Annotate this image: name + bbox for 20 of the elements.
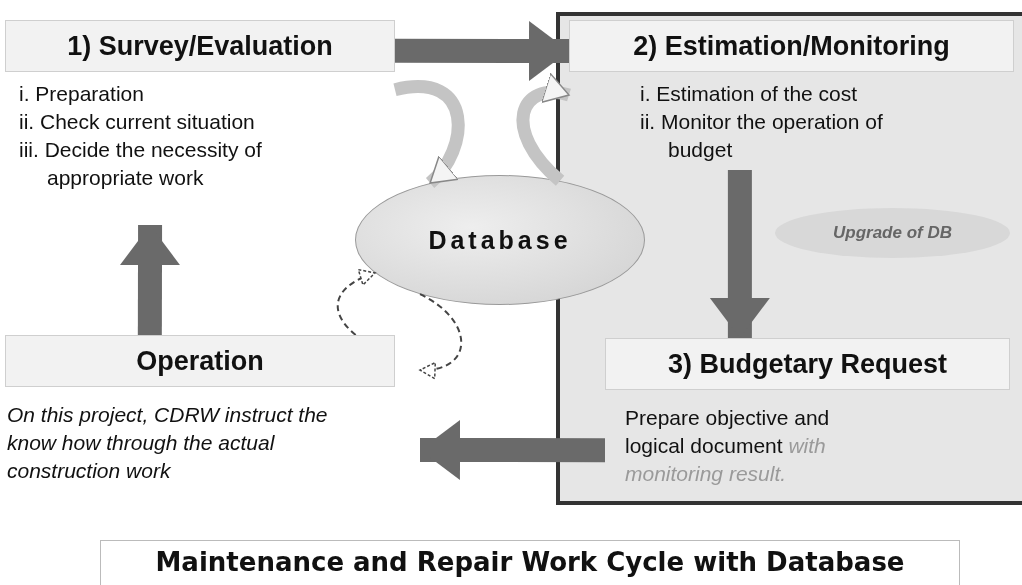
list-item: i. Preparation (18, 81, 145, 107)
ellipse-label: Upgrade of DB (833, 223, 952, 243)
description-text: Prepare objective and logical document with monitoring result. (625, 405, 831, 487)
section-heading: 2) Estimation/Monitoring (569, 20, 1014, 72)
diagram-title: Maintenance and Repair Work Cycle with Database (100, 540, 960, 585)
block-arrow (394, 21, 570, 81)
description-text: On this project, CDRW instruct the know how through the actual construction work (7, 402, 329, 484)
dashed-arrow (336, 269, 376, 336)
ellipse-label: Database (428, 225, 572, 255)
section-heading: 3) Budgetary Request (605, 338, 1010, 390)
list-item: iii. Decide the necessity of appropriate work (18, 137, 263, 191)
block-arrow (709, 170, 770, 338)
list-item: i. Estimation of the cost (639, 81, 859, 107)
block-arrow (120, 224, 180, 336)
dashed-arrow (418, 293, 463, 379)
block-arrow (420, 420, 605, 480)
list-item: ii. Monitor the operation of budget (639, 109, 884, 163)
list-item: ii. Check current situation (18, 109, 256, 135)
section-heading: 1) Survey/Evaluation (5, 20, 395, 72)
section-heading: Operation (5, 335, 395, 387)
